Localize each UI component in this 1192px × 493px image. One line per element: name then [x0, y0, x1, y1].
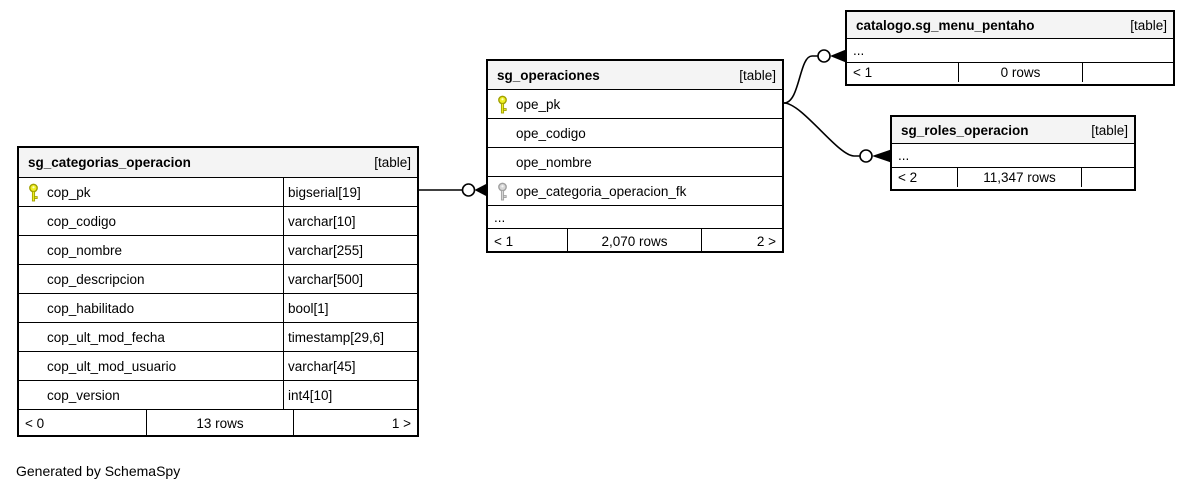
pager-prev[interactable]: < 0: [25, 415, 45, 431]
column-name: ope_categoria_operacion_fk: [516, 183, 687, 199]
pager-next: [1083, 63, 1173, 82]
table-catalogo-sg-menu-pentaho[interactable]: catalogo.sg_menu_pentaho [table] ... < 1…: [845, 10, 1175, 86]
column-type: varchar[500]: [283, 265, 417, 293]
column-name: ope_nombre: [516, 154, 592, 170]
hidden-columns-ellipsis: ...: [892, 144, 1134, 168]
primary-key-icon: [488, 95, 516, 114]
relation-operaciones-menu-pentaho: [783, 49, 846, 104]
table-row: ope_codigo: [488, 119, 782, 148]
table-row: ope_nombre: [488, 148, 782, 177]
column-name: cop_ult_mod_fecha: [47, 329, 165, 345]
table-sg-roles-operacion[interactable]: sg_roles_operacion [table] ... < 2 11,34…: [890, 115, 1136, 191]
column-name: cop_version: [47, 387, 120, 403]
table-header[interactable]: sg_categorias_operacion [table]: [19, 148, 417, 178]
table-header[interactable]: sg_roles_operacion [table]: [892, 117, 1134, 144]
table-title: sg_operaciones: [497, 67, 600, 83]
pager-next[interactable]: 1 >: [391, 415, 411, 431]
row-count: 0 rows: [958, 63, 1083, 82]
column-name: ope_codigo: [516, 125, 586, 141]
row-count: 11,347 rows: [957, 168, 1082, 187]
column-name: cop_ult_mod_usuario: [47, 358, 177, 374]
pager-next[interactable]: 2 >: [756, 233, 776, 249]
table-row: ope_pk: [488, 90, 782, 119]
table-row: cop_codigo varchar[10]: [19, 207, 417, 236]
table-row: cop_ult_mod_usuario varchar[45]: [19, 352, 417, 381]
pager-next: [1082, 168, 1134, 187]
table-row: cop_descripcion varchar[500]: [19, 265, 417, 294]
pager: < 1 0 rows: [847, 63, 1173, 82]
primary-key-icon: [19, 183, 47, 202]
table-row: cop_version int4[10]: [19, 381, 417, 410]
column-type: timestamp[29,6]: [283, 323, 417, 351]
table-row: cop_habilitado bool[1]: [19, 294, 417, 323]
row-count: 13 rows: [146, 410, 294, 436]
table-row: cop_pk bigserial[19]: [19, 178, 417, 207]
pager: < 2 11,347 rows: [892, 168, 1134, 187]
table-sg-categorias-operacion[interactable]: sg_categorias_operacion [table] cop_pk b…: [17, 146, 419, 437]
column-name: cop_descripcion: [47, 271, 145, 287]
relation-categorias-operaciones: [419, 183, 487, 197]
generated-by-note: Generated by SchemaSpy: [16, 463, 181, 479]
column-type: int4[10]: [283, 381, 417, 409]
column-type: varchar[255]: [283, 236, 417, 264]
table-header[interactable]: sg_operaciones [table]: [488, 61, 782, 90]
column-type: bool[1]: [283, 294, 417, 322]
pager-prev[interactable]: < 1: [494, 233, 514, 249]
table-title: sg_categorias_operacion: [28, 155, 191, 170]
table-type-tag: [table]: [374, 155, 411, 170]
table-type-tag: [table]: [739, 67, 776, 83]
column-type: varchar[10]: [283, 207, 417, 235]
table-row: cop_nombre varchar[255]: [19, 236, 417, 265]
table-row: ope_categoria_operacion_fk: [488, 177, 782, 206]
pager: < 1 2,070 rows 2 >: [488, 229, 782, 253]
table-type-tag: [table]: [1130, 17, 1167, 33]
column-name: cop_pk: [47, 184, 91, 200]
relation-operaciones-roles: [783, 102, 891, 163]
table-sg-operaciones[interactable]: sg_operaciones [table] ope_pk ope_codigo…: [486, 59, 784, 253]
hidden-columns-ellipsis: ...: [847, 39, 1173, 63]
column-type: bigserial[19]: [283, 178, 417, 206]
pager: < 0 13 rows 1 >: [19, 410, 417, 436]
column-name: cop_habilitado: [47, 300, 135, 316]
hidden-columns-ellipsis: ...: [488, 206, 782, 229]
pager-prev[interactable]: < 1: [853, 65, 873, 80]
table-row: cop_ult_mod_fecha timestamp[29,6]: [19, 323, 417, 352]
foreign-key-icon: [488, 182, 516, 201]
table-title: sg_roles_operacion: [901, 122, 1029, 138]
table-header[interactable]: catalogo.sg_menu_pentaho [table]: [847, 12, 1173, 39]
pager-prev[interactable]: < 2: [898, 170, 918, 185]
table-type-tag: [table]: [1091, 122, 1128, 138]
row-count: 2,070 rows: [567, 229, 702, 253]
column-name: cop_codigo: [47, 213, 117, 229]
column-name: ope_pk: [516, 96, 561, 112]
column-name: cop_nombre: [47, 242, 123, 258]
table-title: catalogo.sg_menu_pentaho: [856, 17, 1035, 33]
column-type: varchar[45]: [283, 352, 417, 380]
